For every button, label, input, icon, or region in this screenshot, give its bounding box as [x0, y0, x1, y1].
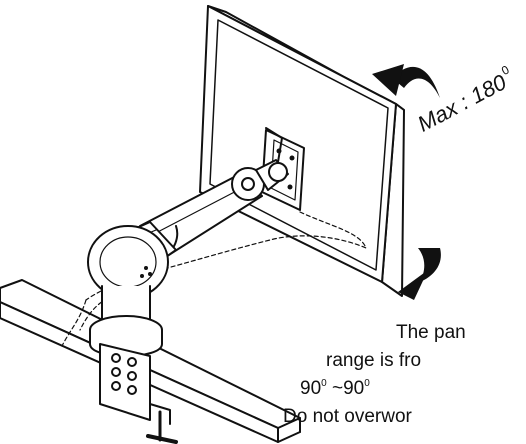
monitor	[199, 5, 405, 297]
clamp	[99, 343, 178, 444]
note-line-2: range is fro	[326, 350, 422, 371]
elbow-joint	[87, 225, 169, 299]
rotate-arrow-down-icon	[398, 248, 441, 300]
tilt-joint	[231, 127, 289, 201]
note-line-1: The pan	[396, 322, 466, 343]
rotate-arrow-up-icon	[372, 64, 440, 98]
note-line-3: 900 ~900	[300, 378, 370, 399]
note-line-4: Do not overwor	[283, 406, 412, 427]
column-base	[89, 285, 163, 357]
